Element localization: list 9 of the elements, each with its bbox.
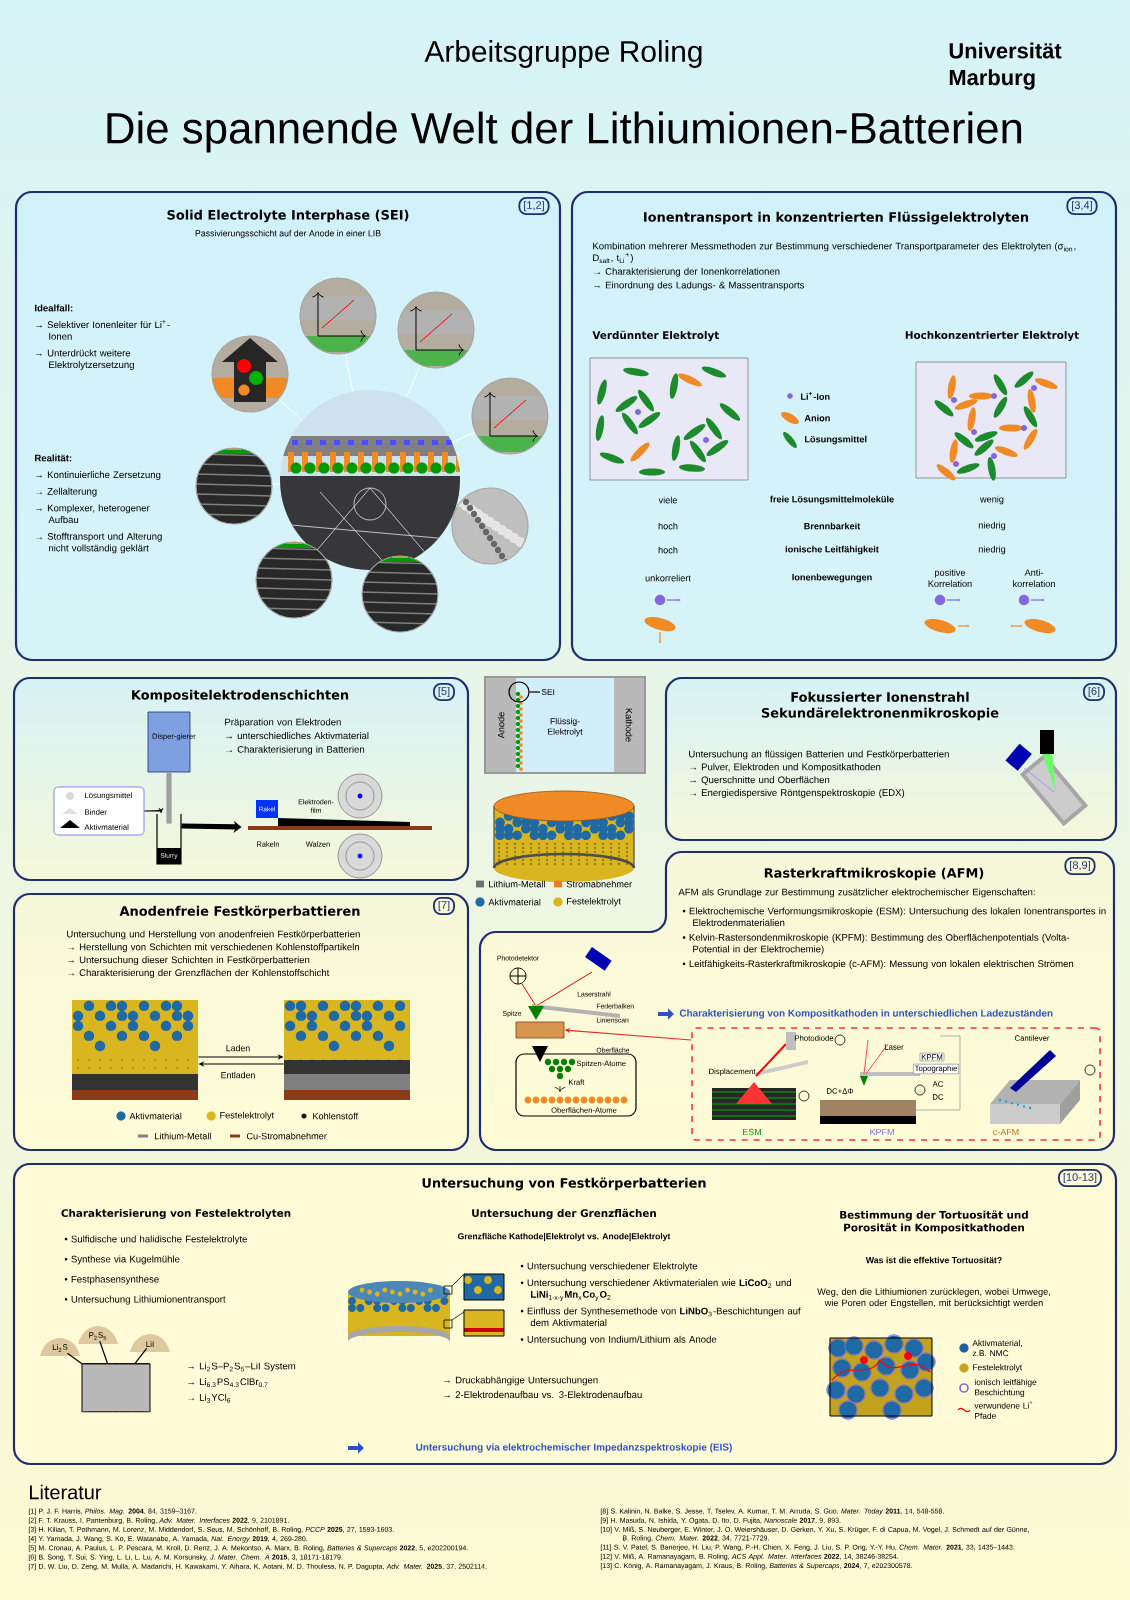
section-heading: Literatur [30, 1484, 102, 1500]
magnifier-circle [508, 681, 530, 703]
sample-block [515, 1021, 565, 1039]
jar [81, 1363, 151, 1413]
header-text: Arbeitsgruppe Roling [424, 40, 702, 68]
electrode-picture [284, 1000, 410, 1100]
main-title: Die spannende Welt der Lithiumionen-Batterien [107, 111, 1022, 153]
university-name: Universität Marburg [949, 42, 1062, 90]
electrode-picture [72, 1000, 198, 1100]
